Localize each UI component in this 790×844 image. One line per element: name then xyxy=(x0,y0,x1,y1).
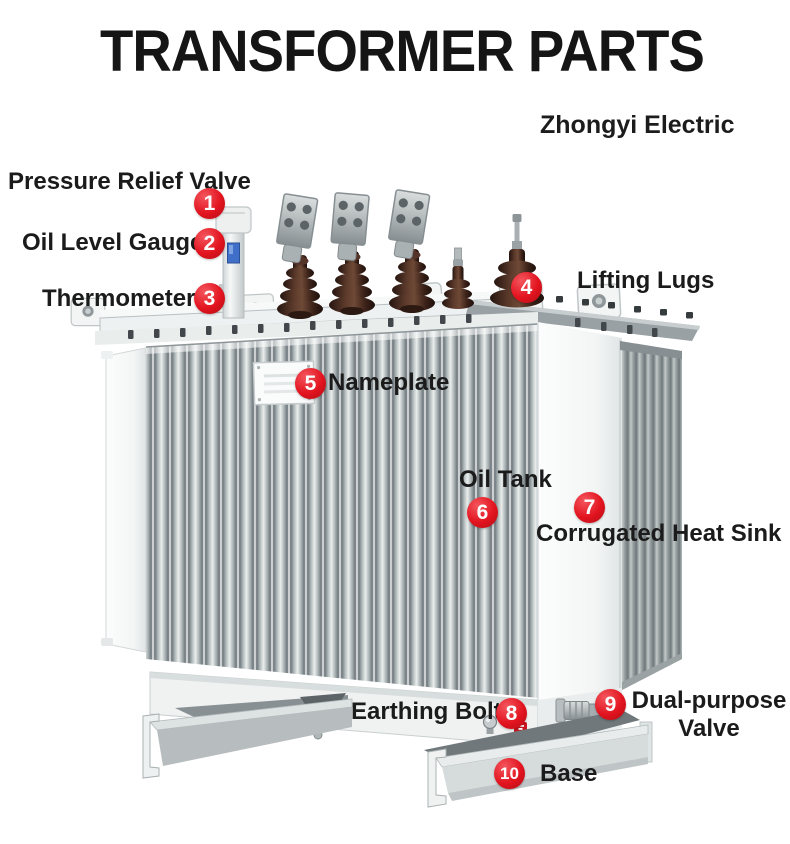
label-oil-tank: Oil Tank xyxy=(459,466,552,493)
label-lifting-lugs: Lifting Lugs xyxy=(577,267,715,294)
badge-oil-tank: 6 xyxy=(467,497,498,528)
tank-left-corner xyxy=(101,347,147,653)
pressure-relief-valve-graphic xyxy=(215,206,252,319)
label-thermometer: Thermometer xyxy=(42,285,196,312)
side-heat-sink xyxy=(620,341,682,690)
lv-bushing-3 xyxy=(389,249,435,313)
terminal-flag-2 xyxy=(328,191,370,263)
label-dual-purpose-valve: Dual-purpose Valve xyxy=(628,687,790,742)
label-nameplate: Nameplate xyxy=(328,369,450,396)
terminal-flag-3 xyxy=(385,188,431,261)
badge-oil-level-gauge: 2 xyxy=(194,228,225,259)
base-foot-left xyxy=(142,698,353,779)
label-earthing-bolt: Earthing Bolt xyxy=(351,698,502,725)
label-dual-purpose-valve-line1: Dual-purpose xyxy=(631,687,787,714)
badge-base: 10 xyxy=(494,758,525,789)
label-base: Base xyxy=(540,760,598,787)
label-dual-purpose-valve-line2: Valve xyxy=(678,714,740,742)
earthing-bolt-graphic xyxy=(482,714,498,734)
base-foot-right xyxy=(427,721,653,808)
badge-nameplate: 5 xyxy=(295,368,326,399)
badge-pressure-relief-valve: 1 xyxy=(194,188,225,219)
page-title: TRANSFORMER PARTS xyxy=(100,19,705,84)
label-corrugated-heat-sink: Corrugated Heat Sink xyxy=(536,520,782,547)
front-fin-bank xyxy=(145,323,539,698)
label-oil-level-gauge: Oil Level Gauge xyxy=(22,229,204,256)
small-bushing xyxy=(442,247,474,309)
lv-bushing-1 xyxy=(277,255,323,319)
brand-name: Zhongyi Electric xyxy=(540,111,735,139)
badge-dual-purpose-valve: 9 xyxy=(595,689,626,720)
badge-lifting-lugs: 4 xyxy=(511,272,542,303)
badge-earthing-bolt: 8 xyxy=(496,698,527,729)
badge-thermometer: 3 xyxy=(194,283,225,314)
badge-corrugated-heat-sink: 7 xyxy=(574,492,605,523)
terminal-flag-1 xyxy=(273,192,319,265)
